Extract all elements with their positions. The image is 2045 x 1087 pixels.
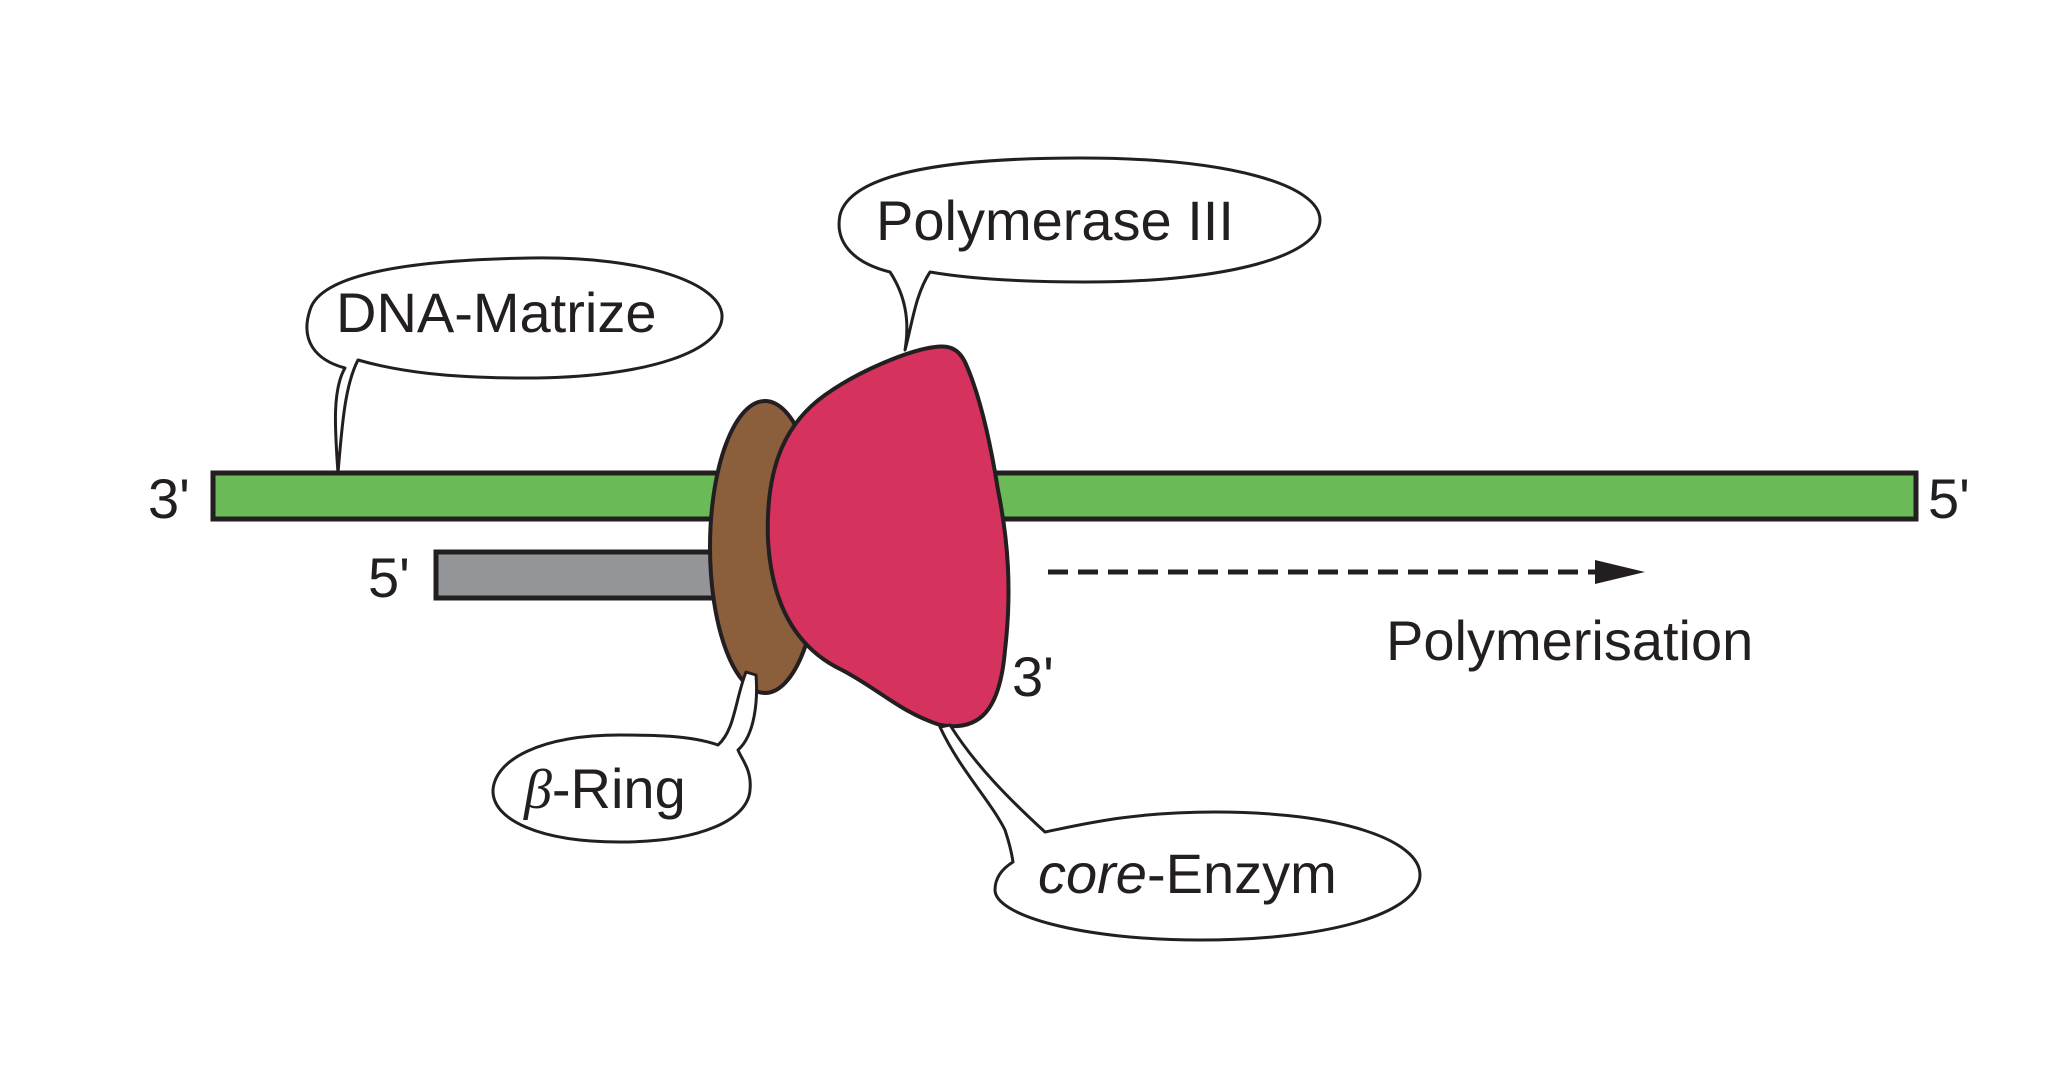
- polymerase-callout: Polymerase III: [837, 156, 1322, 352]
- core-enzyme-label: core-Enzym: [1038, 842, 1337, 905]
- polymerisation-label: Polymerisation: [1386, 609, 1753, 672]
- template-strand: [210, 470, 1919, 522]
- arrow-head-icon: [1595, 560, 1645, 584]
- beta-ring-suffix: -Ring: [552, 757, 686, 820]
- primer-left-end-label: 5': [368, 546, 410, 609]
- dna-template-bubble: [305, 256, 724, 475]
- template-left-end-label: 3': [148, 467, 190, 530]
- core-enzyme-callout: core-Enzym: [938, 723, 1422, 942]
- polymerase-label: Polymerase III: [876, 189, 1234, 252]
- dna-template-label: DNA-Matrize: [336, 281, 656, 344]
- beta-ring-label: β-Ring: [523, 757, 686, 821]
- polymerisation-direction: Polymerisation: [1048, 560, 1753, 672]
- beta-symbol: β: [523, 759, 552, 821]
- core-suffix: -Enzym: [1147, 842, 1337, 905]
- template-right-end-label: 5': [1928, 467, 1970, 530]
- primer-strand: [433, 549, 739, 601]
- beta-ring-callout: β-Ring: [491, 670, 759, 844]
- polymerase-bubble: [837, 156, 1322, 352]
- primer-right-end-label: 3': [1012, 645, 1054, 708]
- dna-template-callout: DNA-Matrize: [305, 256, 724, 475]
- core-enzyme-bubble: [938, 723, 1422, 942]
- core-enzyme: [765, 344, 1011, 729]
- core-prefix: core: [1038, 842, 1147, 905]
- beta-ring-bubble: [491, 670, 759, 844]
